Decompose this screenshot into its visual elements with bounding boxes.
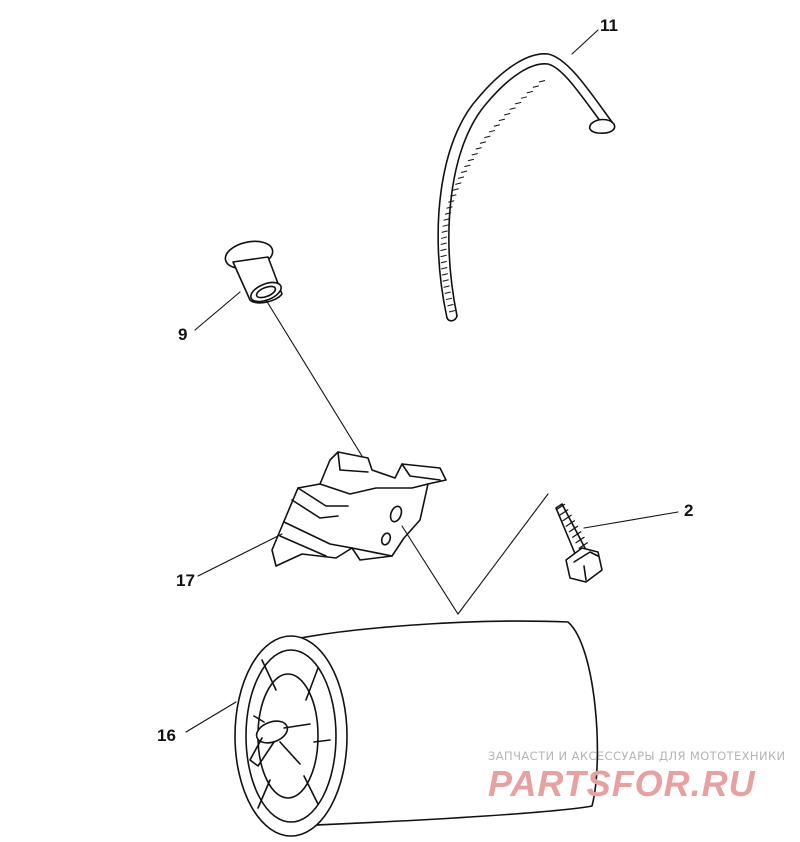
strap-serration — [509, 107, 516, 110]
callout-2: 2 — [684, 501, 694, 520]
strap-serration — [479, 141, 487, 144]
strap-serration — [526, 90, 533, 94]
strap-serration — [440, 260, 447, 264]
watermark-caption: ЗАПЧАСТИ И АКСЕССУАРЫ ДЛЯ МОТОТЕХНИКИ — [488, 749, 786, 763]
callout-9: 9 — [178, 325, 188, 344]
part-17-bracket — [271, 451, 447, 567]
part-11-strap — [437, 53, 616, 322]
part-16-cylinder — [234, 620, 599, 837]
strap-serration — [446, 206, 453, 209]
strap-serration — [450, 194, 457, 197]
leader-lines — [185, 29, 679, 733]
part-2-bolt — [555, 503, 603, 583]
strap-serration — [443, 218, 450, 221]
callout-11: 11 — [600, 16, 618, 35]
svg-text:PARTSFOR.RU: PARTSFOR.RU — [488, 764, 756, 804]
strap-serration — [493, 124, 500, 127]
strap-serration — [457, 176, 465, 179]
bolt-thread — [578, 542, 589, 549]
strap-serration — [471, 152, 478, 156]
bolt-thread — [575, 536, 585, 544]
strap-serration — [440, 242, 447, 246]
strap-serration — [442, 279, 449, 282]
strap-serration — [441, 266, 448, 270]
bolt-thread — [555, 503, 566, 511]
strap-serration — [504, 112, 511, 116]
strap-serration — [440, 254, 447, 258]
strap-serration — [442, 224, 449, 227]
strap-serration — [488, 129, 496, 133]
callout-17: 17 — [176, 571, 195, 590]
strap-serration — [443, 285, 450, 288]
watermark-logo: PARTSFOR.RU — [488, 764, 756, 804]
strap-serration — [441, 230, 448, 233]
strap-serration — [448, 200, 455, 203]
strap-serration — [475, 147, 482, 150]
strap-serration — [532, 85, 539, 88]
strap-serration — [538, 80, 546, 83]
strap-serration — [464, 164, 471, 168]
bolt-thread — [558, 509, 569, 516]
strap-serration — [440, 248, 447, 252]
strap-serration — [460, 170, 468, 173]
strap-serration — [498, 118, 506, 122]
strap-serration — [448, 310, 456, 313]
strap-serration — [441, 273, 448, 276]
bolt-thread — [568, 525, 579, 533]
strap-serration — [467, 158, 475, 162]
strap-serration — [444, 291, 451, 295]
strap-serration — [484, 135, 491, 139]
strap-serration — [515, 101, 522, 105]
part-9-bushing — [224, 240, 283, 304]
strap-serration — [455, 182, 462, 185]
strap-serration — [447, 303, 454, 307]
strap-serration — [444, 212, 452, 215]
bolt-thread — [565, 520, 576, 527]
callout-16: 16 — [157, 726, 176, 745]
bolt-thread — [571, 531, 582, 538]
bolt-thread — [562, 514, 572, 522]
strap-serration — [440, 236, 448, 239]
strap-serration — [445, 297, 453, 301]
strap-serration — [520, 96, 528, 99]
strap-serration — [452, 188, 459, 191]
